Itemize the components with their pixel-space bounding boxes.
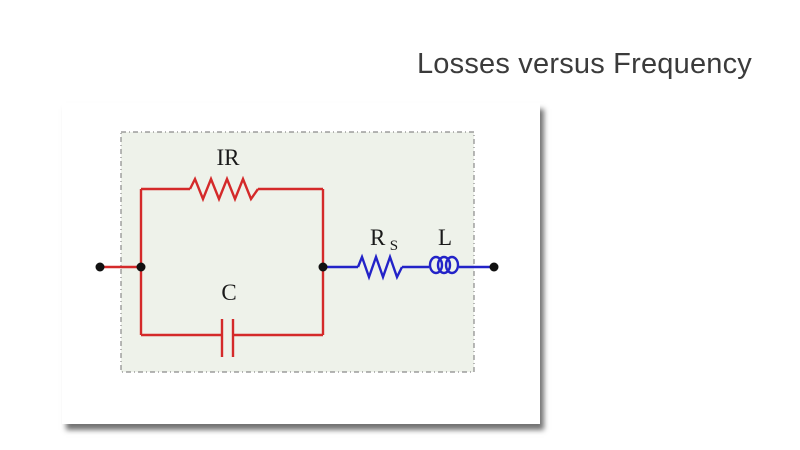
rs-resistor (356, 253, 404, 281)
inductor-label: L (438, 225, 452, 250)
rs-label: R S (370, 225, 398, 254)
rs-label-sub: S (390, 238, 398, 254)
slide-title: Losses versus Frequency (416, 48, 752, 80)
right-terminal-node (489, 262, 499, 272)
parallel-left-node (136, 262, 146, 272)
rs-label-main: R (370, 225, 386, 250)
ir-label: IR (217, 145, 241, 170)
ir-resistor (188, 175, 259, 203)
circuit-diagram: IR C R S L (95, 131, 499, 373)
circuit-figure-card: IR C R S L (62, 103, 540, 424)
equivalent-circuit-frame (120, 131, 475, 373)
inductor-coil (428, 255, 460, 275)
parallel-right-node (318, 262, 328, 272)
left-terminal-node (95, 262, 105, 272)
capacitor-label: C (221, 280, 236, 305)
